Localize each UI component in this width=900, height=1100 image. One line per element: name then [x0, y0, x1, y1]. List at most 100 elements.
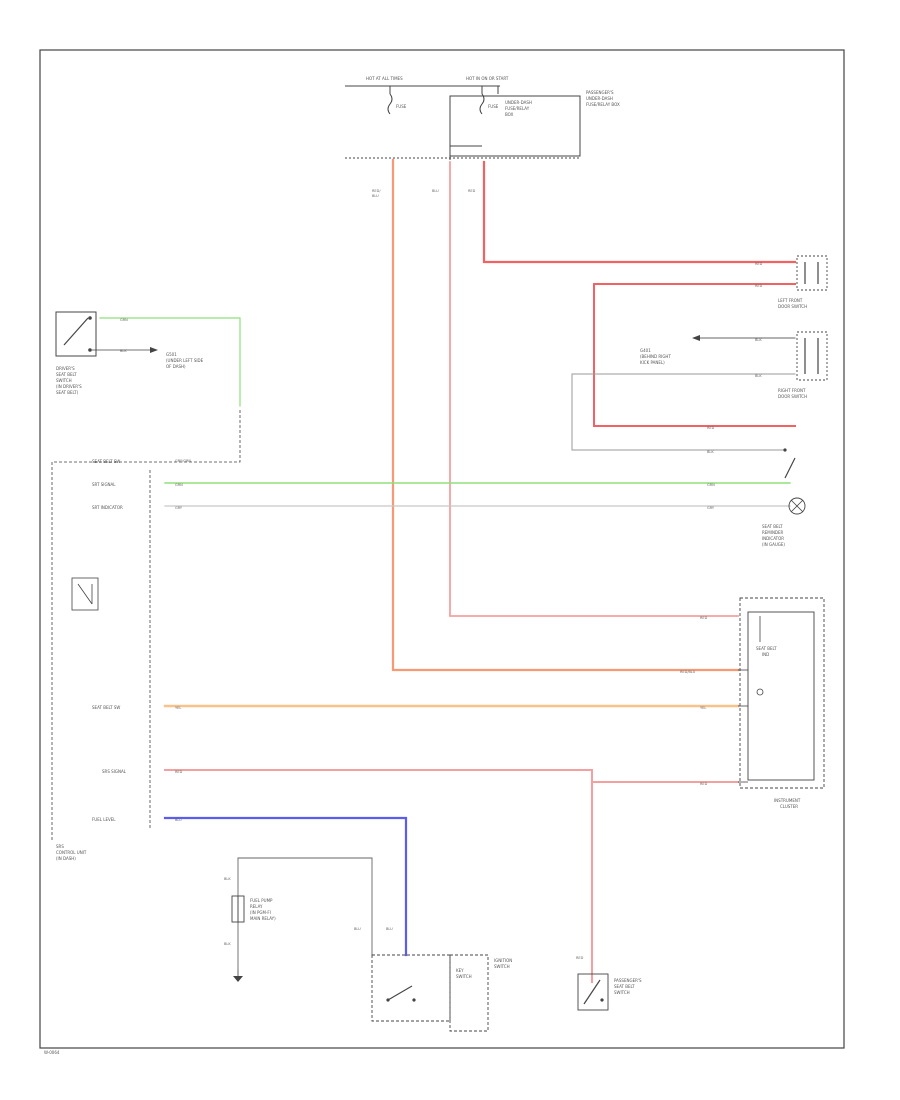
ecm-pin-2: SRT SIGNAL [92, 482, 116, 487]
ecm-pin-6: FUEL LEVEL [92, 817, 116, 822]
relay-label-2: RELAY [250, 904, 263, 909]
fuel-pump-relay: FUEL PUMP RELAY (IN PGM-FI MAIN RELAY) [231, 895, 276, 982]
door-switch-bottom-1: RIGHT FRONT [778, 388, 806, 393]
svg-text:RED/: RED/ [372, 189, 381, 193]
passenger-label-2: SEAT BELT [614, 984, 635, 989]
indicator-note-3: INDICATOR [762, 536, 784, 541]
indicator-note-2: REMINDER [762, 530, 784, 535]
fuse-box: HOT AT ALL TIMES HOT IN ON OR START FUSE… [345, 76, 620, 160]
fuse-box-side-note-1: PASSENGER'S [586, 90, 614, 95]
svg-text:BLK: BLK [755, 338, 762, 342]
svg-text:BLK: BLK [224, 942, 231, 946]
gauge-label-2: IND [762, 652, 769, 657]
indicator-note-1: SEAT BELT [762, 524, 783, 529]
svg-text:GRN: GRN [707, 483, 715, 487]
svg-text:YEL: YEL [175, 706, 181, 710]
svg-text:GRY: GRY [707, 506, 715, 510]
wire-gray-door [571, 373, 796, 451]
svg-text:RED: RED [175, 770, 183, 774]
ecm-label-2: CONTROL UNIT [56, 850, 87, 855]
ground-note-2: (UNDER LEFT SIDE [166, 358, 204, 363]
relay-label-3: (IN PGM-FI [250, 910, 271, 915]
svg-text:BLK: BLK [755, 374, 762, 378]
svg-text:BLK: BLK [120, 349, 127, 353]
svg-text:BLK: BLK [707, 450, 714, 454]
wire-tags: RED/ BLU BLU RED GRN BLK RED RED BLK BLK… [120, 189, 763, 960]
wire-pink-cluster [449, 161, 739, 617]
driver-seat-belt-switch: DRIVER'S SEAT BELT SWITCH (IN DRIVER'S S… [55, 311, 150, 395]
wire-pink-srs [164, 769, 593, 983]
wire-green-driver [99, 317, 241, 407]
wire-red-door-top [482, 160, 797, 264]
ground-g401: G401 (BEHIND RIGHT KICK PANEL) [640, 335, 700, 365]
key-switch-label-1: KEY [456, 968, 464, 973]
svg-text:RED: RED [755, 284, 763, 288]
gauge-label-1: SEAT BELT [756, 646, 777, 651]
ecm-label-1: SRS [56, 844, 64, 849]
ecm-pin-1: SEAT BELT SW [92, 459, 120, 464]
svg-text:GRN: GRN [175, 483, 183, 487]
svg-text:RED: RED [576, 956, 584, 960]
svg-text:RED: RED [700, 616, 708, 620]
ecm-pin-5: SRS SIGNAL [102, 769, 127, 774]
fuse-label-1: FUSE [396, 104, 407, 109]
fuse-box-note-1: UNDER-DASH [505, 100, 532, 105]
wire-red-door-loop [593, 283, 796, 427]
driver-switch-label-3: SWITCH [56, 378, 72, 383]
driver-switch-label-1: DRIVER'S [56, 366, 75, 371]
fuse-box-note-2: FUSE/RELAY [505, 106, 530, 111]
fuse-box-line-1: HOT AT ALL TIMES [366, 76, 403, 81]
driver-switch-label-4: (IN DRIVER'S [56, 384, 82, 389]
ground-note-1: G501 [166, 352, 177, 357]
svg-text:GRY/GRN: GRY/GRN [175, 459, 191, 463]
svg-text:BLU: BLU [386, 927, 393, 931]
indicator-note-4: (IN GAUGE) [762, 542, 785, 547]
cluster-label-2: CLUSTER [780, 804, 798, 809]
driver-switch-label-2: SEAT BELT [56, 372, 77, 377]
svg-text:RED/BLU: RED/BLU [680, 670, 696, 674]
relay-label-1: FUEL PUMP [250, 898, 273, 903]
svg-text:BLU: BLU [432, 189, 439, 193]
ecm-pin-3: SRT INDICATOR [92, 505, 123, 510]
svg-text:GRN: GRN [120, 318, 128, 322]
wires [99, 158, 797, 983]
passenger-label-3: SWITCH [614, 990, 630, 995]
cluster-label-1: INSTRUMENT [774, 798, 801, 803]
door-switch-left-front: LEFT FRONT DOOR SWITCH [778, 255, 828, 309]
svg-text:RED: RED [707, 426, 715, 430]
fuse-box-line-2: HOT IN ON OR START [466, 76, 509, 81]
fuse-box-side-note-3: FUSE/RELAY BOX [586, 102, 620, 107]
footer-code: W-0064 [44, 1050, 60, 1055]
relay-label-4: MAIN RELAY) [250, 916, 276, 921]
ecm-label-3: (IN DASH) [56, 856, 76, 861]
wire-orange-cluster [391, 158, 740, 672]
passenger-seat-belt-switch: PASSENGER'S SEAT BELT SWITCH [577, 973, 642, 1011]
door-switch-bottom-2: DOOR SWITCH [778, 394, 807, 399]
svg-text:BLU: BLU [175, 818, 182, 822]
svg-text:YEL: YEL [700, 706, 706, 710]
door-switch-top-1: LEFT FRONT [778, 298, 803, 303]
svg-text:RED: RED [700, 782, 708, 786]
seat-belt-reminder-indicator: SEAT BELT REMINDER INDICATOR (IN GAUGE) [762, 448, 806, 547]
svg-text:BLU: BLU [372, 194, 379, 198]
ignition-key-switch: KEY SWITCH IGNITION SWITCH [371, 954, 512, 1032]
instrument-cluster: SEAT BELT IND INSTRUMENT CLUSTER [738, 597, 825, 809]
fuse-label-2: FUSE [488, 104, 499, 109]
fuse-box-note-3: BOX [505, 112, 514, 117]
wire-blue-key [163, 816, 408, 957]
svg-text:GRY: GRY [175, 506, 183, 510]
ecm-pin-4: SEAT BELT SW [92, 705, 120, 710]
svg-text:BLU: BLU [354, 927, 361, 931]
door-switch-top-2: DOOR SWITCH [778, 304, 807, 309]
passenger-label-1: PASSENGER'S [614, 978, 642, 983]
svg-text:RED: RED [468, 189, 476, 193]
diagram-border [39, 49, 845, 1049]
door-switch-right-front: RIGHT FRONT DOOR SWITCH [778, 331, 828, 399]
ground-g501: G501 (UNDER LEFT SIDE OF DASH) [150, 347, 204, 369]
driver-switch-label-5: SEAT BELT) [56, 390, 79, 395]
svg-text:RED: RED [755, 262, 763, 266]
ign-switch-label-1: IGNITION [494, 958, 512, 963]
fuse-box-side-note-2: UNDER-DASH [586, 96, 613, 101]
ign-switch-label-2: SWITCH [494, 964, 510, 969]
